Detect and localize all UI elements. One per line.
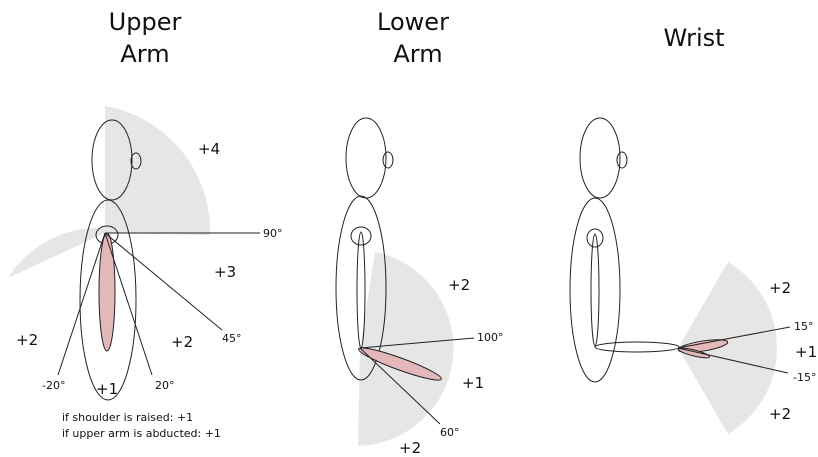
upper-arm-score-flexion-high: +4 [198, 140, 220, 158]
lower-arm-title-line2: Arm [393, 40, 442, 68]
wrist-ear [617, 152, 627, 168]
upper-arm-title-line1: Upper [109, 8, 182, 36]
upper-arm-score-flexion-mid: +3 [214, 263, 236, 281]
upper-arm-score-neutral: +1 [96, 380, 118, 398]
lower-arm-angle-100: 100° [477, 331, 504, 344]
lower-arm-shoulder [351, 227, 371, 245]
upper-arm-angle-90: 90° [263, 227, 283, 240]
lower-arm-upper-limb [357, 232, 365, 348]
lower-arm-score-bottom: +2 [399, 439, 421, 457]
wrist-forearm [595, 342, 679, 352]
upper-arm-angle-neg20: -20° [42, 379, 65, 392]
wrist-title: Wrist [663, 24, 724, 52]
wrist-shoulder [587, 229, 603, 247]
wrist-score-middle: +1 [795, 343, 817, 361]
wrist-panel: Wrist 15° -15° +2 +1 +2 [570, 24, 817, 434]
upper-arm-note-abducted: if upper arm is abducted: +1 [62, 427, 221, 440]
lower-arm-score-middle: +1 [462, 374, 484, 392]
wrist-torso [570, 198, 620, 382]
upper-arm-ray-45 [105, 233, 222, 330]
upper-arm-note-shoulder: if shoulder is raised: +1 [62, 411, 193, 424]
wrist-score-lower: +2 [769, 405, 791, 423]
lower-arm-title-line1: Lower [377, 8, 449, 36]
wrist-angle-15: 15° [794, 320, 814, 333]
upper-arm-angle-20: 20° [155, 379, 175, 392]
upper-arm-ray-neg20 [58, 233, 105, 375]
upper-arm-extension-zone [8, 228, 105, 278]
wrist-score-upper: +2 [769, 279, 791, 297]
wrist-upper-limb [591, 234, 599, 346]
upper-arm-title-line2: Arm [120, 40, 169, 68]
upper-arm-flexion-zone [105, 106, 210, 235]
upper-arm-angle-45: 45° [222, 332, 242, 345]
lower-arm-panel: Lower Arm 100° 60° +2 +1 +2 [336, 8, 504, 457]
upper-arm-limb [99, 233, 115, 351]
lower-arm-head [346, 118, 386, 198]
lower-arm-score-upper: +2 [448, 276, 470, 294]
lower-arm-angle-60: 60° [440, 426, 460, 439]
lower-arm-ear [383, 152, 393, 168]
upper-arm-score-flexion-low: +2 [171, 333, 193, 351]
wrist-angle-neg15: -15° [793, 371, 816, 384]
upper-arm-panel: Upper Arm 90° 45° -20° 20° +4 +3 +2 +2 +… [8, 8, 283, 440]
wrist-head [580, 118, 620, 198]
upper-arm-score-extension: +2 [16, 331, 38, 349]
